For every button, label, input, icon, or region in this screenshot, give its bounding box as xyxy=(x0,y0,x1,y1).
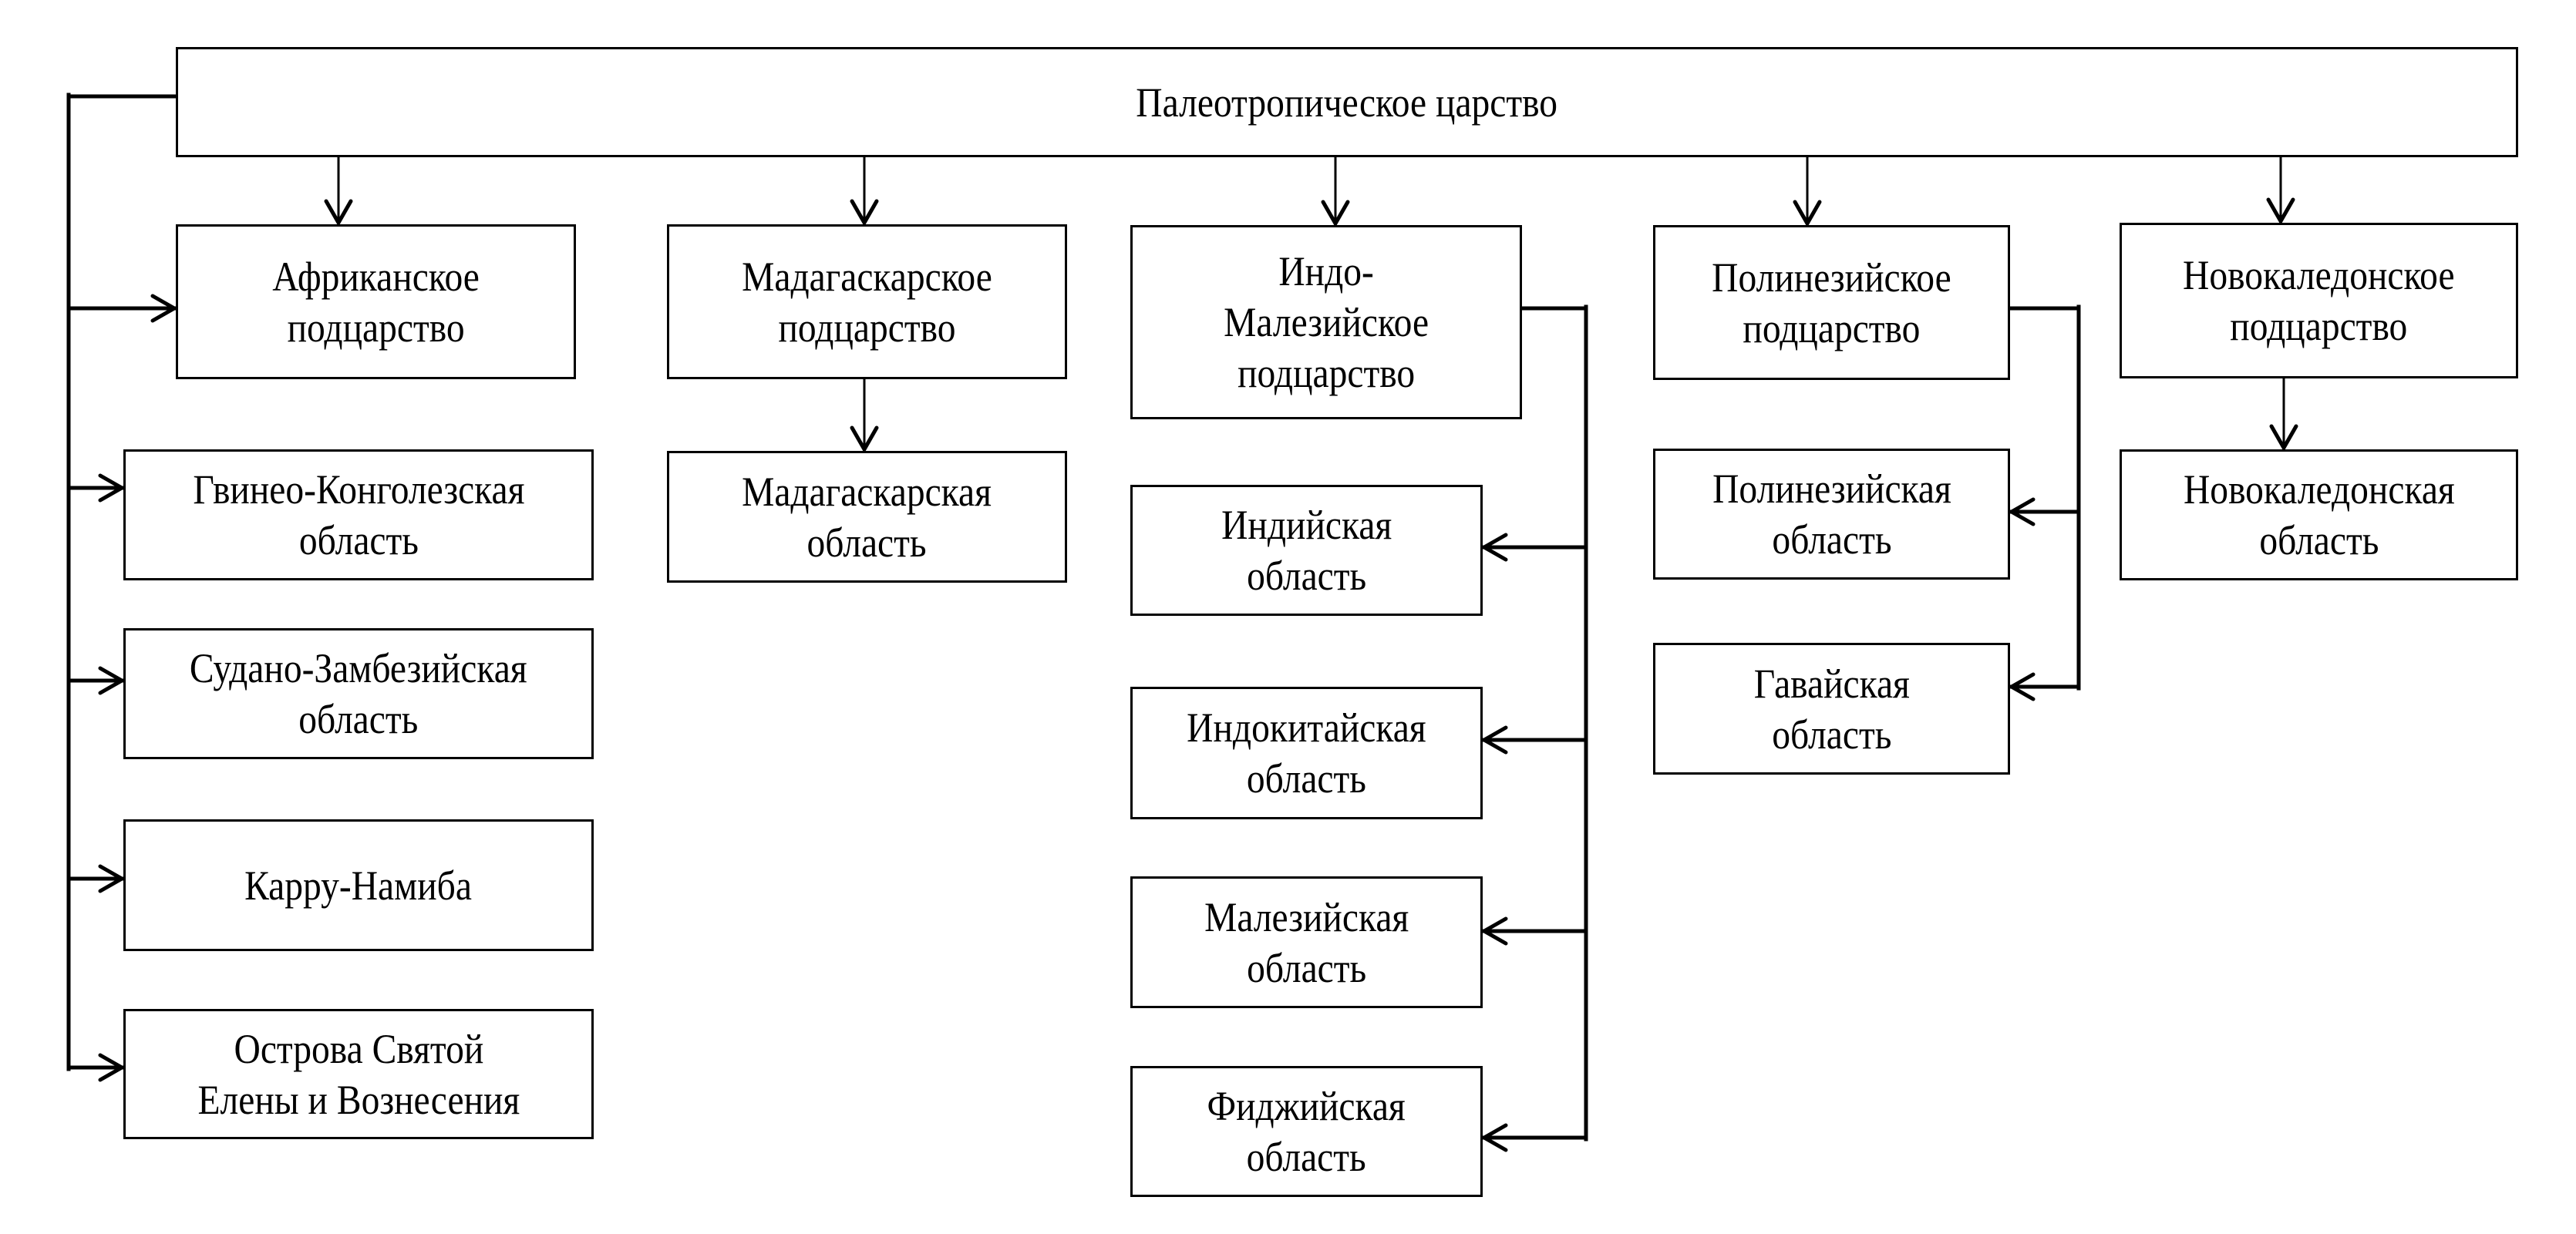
subkingdom-label: Африканское подцарство xyxy=(272,253,480,351)
region-st-helena-ascension[interactable]: Острова Святой Елены и Вознесения xyxy=(123,1009,594,1139)
region-label: Острова Святой Елены и Вознесения xyxy=(197,1025,520,1123)
arrowhead-icon xyxy=(2007,672,2036,701)
region-neocaledonian[interactable]: Новокаледонская область xyxy=(2120,449,2518,580)
region-label: Судано-Замбезийская область xyxy=(190,645,527,742)
region-label: Полинезийская область xyxy=(1712,466,1951,563)
arrowhead-icon xyxy=(1480,533,1508,562)
arrowhead-icon xyxy=(2266,197,2295,226)
subkingdom-neocaledonian[interactable]: Новокаледонское подцарство xyxy=(2120,223,2518,378)
region-sudano-zambezian[interactable]: Судано-Замбезийская область xyxy=(123,628,594,759)
arrowhead-icon xyxy=(850,199,879,227)
region-label: Индийская область xyxy=(1221,502,1392,599)
arrowhead-icon xyxy=(98,666,126,695)
subkingdom-polynesian[interactable]: Полинезийское подцарство xyxy=(1653,225,2010,380)
arrowhead-icon xyxy=(1793,200,1822,228)
region-label: Новокаледонская область xyxy=(2183,466,2455,563)
region-label: Фиджийская область xyxy=(1207,1083,1406,1180)
subkingdom-label: Новокаледонское подцарство xyxy=(2183,252,2455,349)
region-label: Малезийская область xyxy=(1204,893,1409,991)
region-hawaiian[interactable]: Гавайская область xyxy=(1653,643,2010,775)
subkingdom-indomalesian[interactable]: Индо- Малезийское подцарство xyxy=(1130,225,1522,419)
region-malesian[interactable]: Малезийская область xyxy=(1130,876,1483,1008)
arrowhead-icon xyxy=(98,1053,126,1082)
subkingdom-label: Мадагаскарское подцарство xyxy=(742,253,992,351)
region-guineo-congolian[interactable]: Гвинео-Конголезская область xyxy=(123,449,594,580)
region-polynesian[interactable]: Полинезийская область xyxy=(1653,449,2010,580)
subkingdom-label: Индо- Малезийское подцарство xyxy=(1224,248,1429,396)
arrowhead-icon xyxy=(98,864,126,893)
region-fijian[interactable]: Фиджийская область xyxy=(1130,1066,1483,1197)
region-karoo-namib[interactable]: Карру-Намиба xyxy=(123,819,594,951)
arrowhead-icon xyxy=(2007,497,2036,526)
arrowhead-icon xyxy=(98,473,126,503)
subkingdom-label: Полинезийское подцарство xyxy=(1712,254,1951,351)
kingdom-label: Палеотропическое царство xyxy=(1136,79,1558,126)
subkingdom-african[interactable]: Африканское подцарство xyxy=(176,224,576,379)
subkingdom-madagascar[interactable]: Мадагаскарское подцарство xyxy=(667,224,1067,379)
arrowhead-icon xyxy=(2269,424,2298,452)
region-label: Гавайская область xyxy=(1753,660,1910,758)
kingdom-box[interactable]: Палеотропическое царство xyxy=(176,47,2518,157)
arrowhead-icon xyxy=(324,199,353,227)
region-indian[interactable]: Индийская область xyxy=(1130,485,1483,616)
region-madagascar[interactable]: Мадагаскарская область xyxy=(667,451,1067,583)
arrowhead-icon xyxy=(1480,725,1508,755)
region-label: Карру-Намиба xyxy=(244,862,473,909)
arrowhead-icon xyxy=(150,294,179,323)
region-indochinese[interactable]: Индокитайская область xyxy=(1130,687,1483,819)
region-label: Индокитайская область xyxy=(1187,704,1426,802)
arrowhead-icon xyxy=(1480,916,1508,946)
arrowhead-icon xyxy=(850,425,879,454)
region-label: Гвинео-Конголезская область xyxy=(192,466,525,563)
arrowhead-icon xyxy=(1480,1123,1508,1152)
arrowhead-icon xyxy=(1321,200,1350,228)
region-label: Мадагаскарская область xyxy=(742,468,992,566)
